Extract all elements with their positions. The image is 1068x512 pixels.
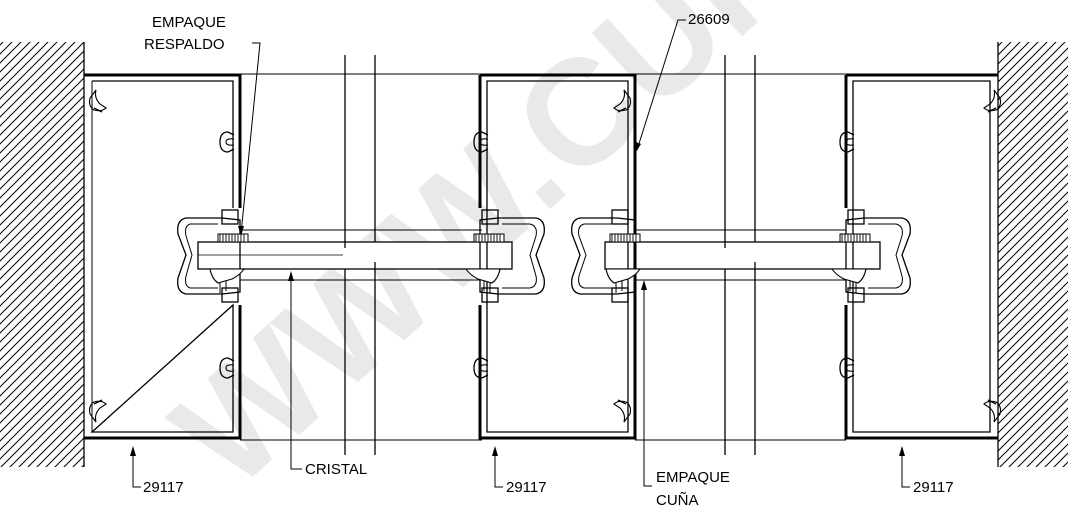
mullion-left-text: 29117 [143,479,184,496]
glass-pane-left [197,241,513,270]
part-26609-text: 26609 [688,11,730,28]
connector-center-right [571,209,641,303]
left-wall-hatch [0,42,85,467]
label-29117-center: 29117 [492,446,547,496]
strip-over-glass [344,242,756,269]
empaque-respaldo-line2: RESPALDO [144,36,225,53]
label-26609: 26609 [636,11,730,152]
cristal-text: CRISTAL [305,461,367,478]
connector-center-left [465,209,545,303]
mullion-center-text: 29117 [506,479,547,496]
right-wall-hatch [997,42,1068,467]
label-cristal: CRISTAL [288,271,367,478]
empaque-respaldo-line1: EMPAQUE [152,14,226,31]
frame-lines [240,73,846,441]
connector-left [177,209,249,303]
mullion-center [473,73,637,440]
mullion-right-text: 29117 [913,479,954,496]
label-29117-left: 29117 [130,446,184,496]
mullion-right [839,73,1002,440]
connector-right [831,209,911,303]
mullion-left [84,73,242,440]
glass-pane-right [604,241,881,270]
label-empaque-respaldo: EMPAQUE RESPALDO [144,14,261,236]
label-empaque-cuna: EMPAQUE CUÑA [641,280,730,509]
empaque-cuna-line1: EMPAQUE [656,469,730,486]
label-29117-right: 29117 [899,446,954,496]
empaque-cuna-line2: CUÑA [656,492,699,509]
